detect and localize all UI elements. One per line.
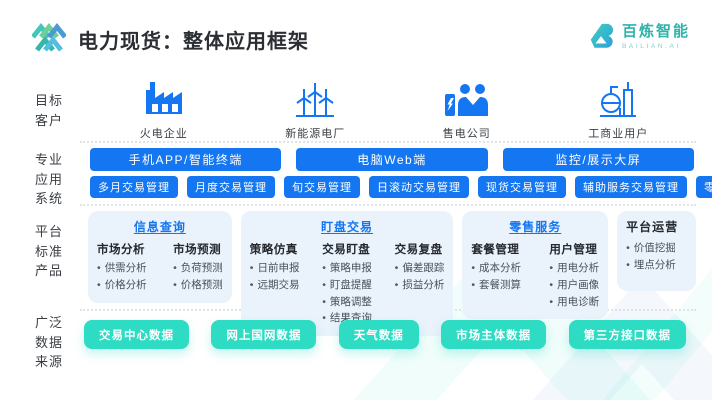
product-cards-row: 信息查询 市场分析 供需分析 价格分析 市场预测 负荷预测 价格预测 盯盘交易 … (88, 211, 696, 337)
page-title: 电力现货：整体应用框架 (78, 30, 309, 53)
list-item: 用电分析 (549, 260, 599, 277)
customer-label: 售电公司 (442, 128, 491, 140)
list-item: 用户画像 (549, 277, 599, 294)
module-button: 多月交易管理 (90, 176, 178, 198)
customer-item-thermal: 火电企业 (88, 82, 240, 141)
source-button: 网上国网数据 (211, 320, 317, 349)
list-item: 盯盘提醒 (322, 277, 372, 294)
list-item: 用电诊断 (549, 294, 599, 311)
bailian-b-icon (590, 23, 614, 48)
brand-name: 百炼智能 (621, 23, 690, 41)
card-title: 平台运营 (626, 220, 679, 234)
list-item: 价值挖掘 (626, 240, 687, 257)
customer-label: 工商业用户 (588, 128, 649, 140)
list-item: 远期交易 (250, 277, 299, 294)
brand-subtitle: BAILIAN.AI (621, 42, 681, 50)
terminal-button: 手机APP/智能终端 (90, 148, 282, 171)
row-label-customers: 目标 客户 (35, 93, 64, 128)
terminal-button: 监控/展示大屏 (502, 148, 694, 171)
customer-item-newenergy: 新能源电厂 (240, 82, 392, 141)
module-button: 日滚动交易管理 (369, 176, 469, 198)
terminals-row: 手机APP/智能终端 电脑Web端 监控/展示大屏 (90, 148, 694, 171)
column-heading: 交易盯盘 (322, 244, 371, 256)
card-columns: 套餐管理 成本分析 套餐测算 用户管理 用电分析 用户画像 用电诊断 (471, 239, 599, 310)
column-heading: 用户管理 (549, 244, 598, 256)
sources-row: 交易中心数据 网上国网数据 天气数据 市场主体数据 第三方接口数据 (84, 320, 686, 349)
customer-item-retailer: 售电公司 (391, 82, 543, 141)
brand-logo: 百炼智能 BAILIAN.AI (587, 22, 690, 52)
list-item: 成本分析 (471, 260, 521, 277)
card-title: 零售服务 (509, 220, 562, 234)
column-heading: 策略仿真 (249, 244, 298, 256)
header: 电力现货：整体应用框架 (32, 22, 309, 56)
brand-text: 百炼智能 BAILIAN.AI (622, 24, 690, 50)
source-button: 天气数据 (338, 320, 419, 349)
list-item: 负荷预测 (173, 260, 223, 277)
list-item: 埋点分析 (626, 257, 687, 274)
wind-turbine-icon (293, 82, 337, 118)
source-button: 市场主体数据 (441, 320, 547, 349)
card-title: 信息查询 (133, 220, 186, 234)
product-card-trading: 盯盘交易 策略仿真 日前申报 远期交易 交易盯盘 策略申报 盯盘提醒 策略调整 … (240, 211, 454, 337)
card-title: 盯盘交易 (321, 220, 374, 234)
list-item: 策略调整 (322, 294, 372, 311)
row-label-sources: 广泛 数据 来源 (35, 315, 64, 369)
customers-row: 火电企业 新能源电厂 (88, 82, 694, 141)
card-column: 市场预测 负荷预测 价格预测 (173, 239, 223, 294)
column-heading: 市场预测 (173, 244, 222, 256)
industrial-plant-icon (597, 82, 639, 118)
customer-label: 火电企业 (139, 128, 188, 140)
card-column: 市场分析 供需分析 价格分析 (97, 239, 147, 294)
column-heading: 市场分析 (97, 244, 145, 256)
module-button: 旬交易管理 (284, 176, 360, 198)
card-columns: 市场分析 供需分析 价格分析 市场预测 负荷预测 价格预测 (97, 239, 223, 294)
product-card-info-query: 信息查询 市场分析 供需分析 价格分析 市场预测 负荷预测 价格预测 (88, 211, 232, 303)
modules-row: 多月交易管理 月度交易管理 旬交易管理 日滚动交易管理 现货交易管理 辅助服务交… (90, 176, 712, 198)
handshake-charging-icon (444, 82, 489, 118)
product-card-platform-ops: 平台运营 价值挖掘 埋点分析 (617, 211, 696, 291)
list-item: 价格预测 (173, 277, 223, 294)
factory-icon (142, 82, 186, 118)
card-column: 用户管理 用电分析 用户画像 用电诊断 (549, 239, 599, 310)
row-label-systems: 专业 应用 系统 (35, 152, 64, 206)
card-columns: 策略仿真 日前申报 远期交易 交易盯盘 策略申报 盯盘提醒 策略调整 结果查询 … (250, 239, 445, 327)
list-item: 价格分析 (97, 277, 147, 294)
customer-item-industrial: 工商业用户 (543, 82, 695, 141)
product-card-retail: 零售服务 套餐管理 成本分析 套餐测算 用户管理 用电分析 用户画像 用电诊断 (462, 211, 609, 320)
row-divider (80, 204, 696, 206)
column-heading: 套餐管理 (471, 244, 520, 256)
card-column: 交易盯盘 策略申报 盯盘提醒 策略调整 结果查询 (322, 239, 372, 327)
terminal-button: 电脑Web端 (296, 148, 488, 171)
row-divider (80, 141, 696, 143)
list-item: 套餐测算 (471, 277, 521, 294)
module-button: 月度交易管理 (187, 176, 275, 198)
list-item: 偏差跟踪 (395, 260, 444, 277)
module-button: 现货交易管理 (478, 176, 566, 198)
source-button: 第三方接口数据 (568, 320, 686, 349)
company-logo-icon (32, 22, 66, 52)
card-column: 策略仿真 日前申报 远期交易 (250, 239, 300, 327)
list-item: 策略申报 (322, 260, 372, 277)
customer-label: 新能源电厂 (285, 128, 346, 140)
card-column: 套餐管理 成本分析 套餐测算 (471, 239, 521, 310)
module-button: 零售交易管理 (696, 176, 712, 198)
list-item: 损益分析 (395, 277, 444, 294)
list-item: 供需分析 (97, 260, 147, 277)
list-item: 日前申报 (250, 260, 299, 277)
card-column: 交易复盘 偏差跟踪 损益分析 (395, 239, 445, 327)
column-heading: 交易复盘 (394, 244, 443, 256)
module-button: 辅助服务交易管理 (575, 176, 687, 198)
row-label-products: 平台 标准 产品 (35, 224, 64, 278)
source-button: 交易中心数据 (84, 320, 189, 349)
